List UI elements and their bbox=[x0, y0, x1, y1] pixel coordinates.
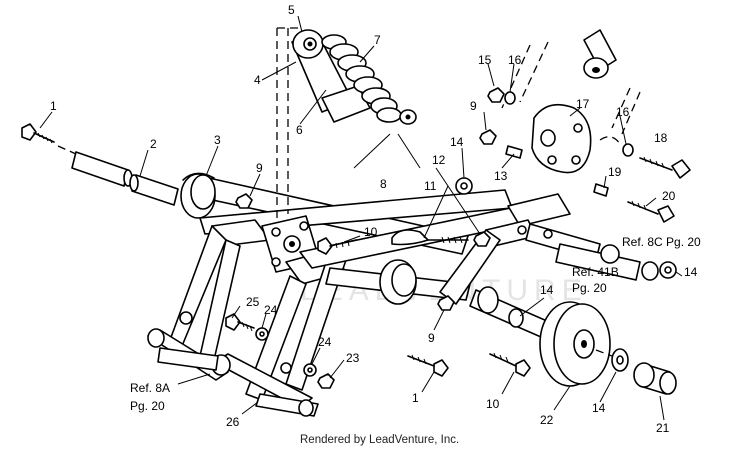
axis-line-wheel bbox=[595, 349, 613, 357]
callout-23: 23 bbox=[346, 351, 360, 365]
callout-6: 6 bbox=[296, 123, 303, 137]
washer-top bbox=[504, 91, 516, 105]
callout-21: 21 bbox=[656, 421, 670, 435]
ref-8c-label: Ref. 8C Pg. 20 bbox=[622, 235, 701, 249]
mount-bracket bbox=[531, 103, 592, 174]
callout-15: 15 bbox=[478, 53, 492, 67]
ref-41b-label: Ref. 41B bbox=[572, 265, 619, 279]
callout-18: 18 bbox=[654, 131, 668, 145]
ref-41b-page: Pg. 20 bbox=[572, 281, 607, 295]
sleeve-19 bbox=[593, 183, 609, 197]
credit-footer: Rendered by LeadVenture, Inc. bbox=[300, 434, 459, 446]
callout-19: 19 bbox=[608, 165, 622, 179]
washer-mid bbox=[455, 177, 473, 195]
callout-14-axle: 14 bbox=[540, 283, 554, 297]
nut-lower bbox=[437, 295, 455, 311]
spacer-sleeve bbox=[71, 151, 133, 187]
upper-shaft-end bbox=[583, 29, 617, 79]
callout-24-upper: 24 bbox=[264, 303, 278, 317]
nut-left bbox=[235, 193, 253, 209]
callout-13: 13 bbox=[494, 169, 508, 183]
callout-24-lower: 24 bbox=[318, 335, 332, 349]
bolt-1-bottom bbox=[407, 354, 449, 377]
callout-22: 22 bbox=[540, 413, 554, 427]
callout-9-lower: 9 bbox=[428, 331, 435, 345]
bolt-10-mid bbox=[317, 237, 357, 255]
callout-25: 25 bbox=[246, 295, 260, 309]
axis-line-left bbox=[57, 145, 77, 155]
washer-bottom bbox=[611, 348, 629, 372]
callout-14-right: 14 bbox=[684, 265, 698, 279]
nut-top bbox=[487, 87, 505, 103]
callout-20: 20 bbox=[662, 189, 676, 203]
bolt-20 bbox=[627, 200, 675, 223]
nut-bracket bbox=[479, 129, 497, 145]
bolt-25 bbox=[225, 313, 255, 332]
front-arm-frame bbox=[147, 219, 271, 381]
callout-16-top: 16 bbox=[508, 53, 522, 67]
bolt-18 bbox=[639, 156, 691, 179]
right-arm-frame bbox=[439, 193, 659, 305]
washer-24b bbox=[303, 363, 317, 377]
callout-17: 17 bbox=[576, 97, 590, 111]
pivot-bushing-ring bbox=[180, 172, 216, 219]
bracket-shadow bbox=[599, 136, 621, 145]
ref-8a-page: Pg. 20 bbox=[130, 399, 165, 413]
callout-9-top: 9 bbox=[256, 161, 263, 175]
callout-1-left: 1 bbox=[50, 99, 57, 113]
callout-numbers: 1 2 3 4 5 6 7 8 9 9 9 10 10 11 12 13 14 … bbox=[50, 3, 698, 435]
bolt-10-bottom bbox=[489, 352, 531, 377]
callout-5: 5 bbox=[288, 3, 295, 17]
callout-2: 2 bbox=[150, 137, 157, 151]
left-bolt bbox=[21, 123, 55, 144]
callout-14-mid: 14 bbox=[450, 135, 464, 149]
bracket-mount-lines-right bbox=[611, 87, 641, 135]
sleeve-13 bbox=[505, 145, 523, 159]
nut-12 bbox=[473, 231, 491, 247]
callout-16-right: 16 bbox=[616, 105, 630, 119]
spacer-bushing bbox=[129, 174, 179, 206]
callout-7: 7 bbox=[374, 33, 381, 47]
callout-26: 26 bbox=[226, 415, 240, 429]
ref-8a-label: Ref. 8A bbox=[130, 381, 170, 395]
reference-labels: Ref. 8C Pg. 20 Ref. 41B Pg. 20 Ref. 8A P… bbox=[130, 235, 701, 413]
middle-bushing-ring bbox=[379, 259, 417, 305]
shock-ref-lines bbox=[353, 133, 421, 169]
coil-spring bbox=[321, 34, 402, 123]
callout-14-bottom: 14 bbox=[592, 401, 606, 415]
washer-24a bbox=[255, 327, 269, 341]
washer-right bbox=[659, 261, 677, 279]
leader-lines bbox=[39, 15, 683, 421]
link-rod bbox=[391, 229, 469, 246]
callout-10-bottom: 10 bbox=[486, 397, 500, 411]
lower-cross-shaft bbox=[157, 347, 219, 371]
washer-right-top bbox=[622, 143, 634, 157]
shock-absorber bbox=[291, 29, 417, 125]
callout-12: 12 bbox=[432, 153, 446, 167]
callout-1-bottom: 1 bbox=[412, 391, 419, 405]
callout-11: 11 bbox=[424, 179, 437, 193]
callout-3: 3 bbox=[214, 133, 221, 147]
callout-9-bracket: 9 bbox=[470, 99, 477, 113]
callout-8: 8 bbox=[380, 177, 387, 191]
callout-10-mid: 10 bbox=[364, 225, 378, 239]
idler-wheel bbox=[539, 301, 611, 387]
callout-4: 4 bbox=[254, 73, 261, 87]
spacer-bottom bbox=[633, 362, 677, 395]
